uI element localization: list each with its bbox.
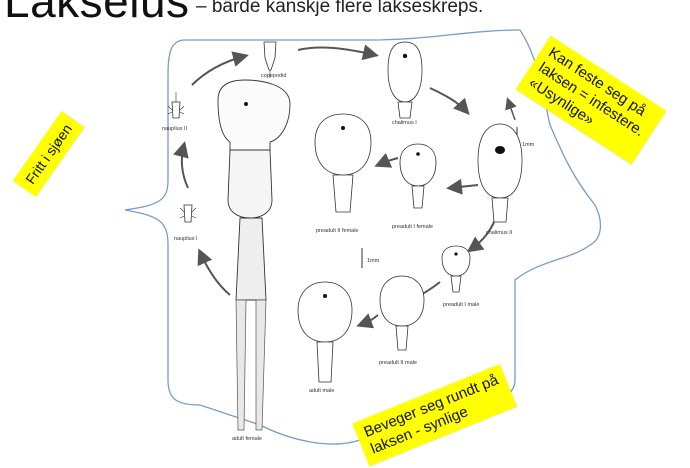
chalimus-2-figure <box>478 124 522 222</box>
label-preadult-2-male: preadult II male <box>379 360 417 366</box>
nauplius-1-figure <box>180 205 196 222</box>
label-adult-female: adult female <box>232 436 262 442</box>
preadult-1-male-figure <box>442 246 470 292</box>
label-nauplius-2: nauplius II <box>162 126 188 132</box>
preadult-1-female-figure <box>400 144 436 208</box>
arrow-preadult1f-to-preadult2f <box>378 158 398 165</box>
label-preadult-1-male: preadult I male <box>443 302 479 308</box>
arrow-scale-up <box>508 100 515 120</box>
bottom-bracket-line <box>200 405 360 444</box>
left-bracket-line <box>125 40 200 405</box>
arrow-copepodid-to-chalimus1 <box>298 48 375 55</box>
adult-male-figure <box>298 282 352 382</box>
label-chalimus-2: chalimus II <box>486 230 513 236</box>
label-scale-center: 1mm <box>367 258 380 264</box>
label-nauplius-1: nauplius I <box>174 236 198 242</box>
label-chalimus-1: chalimus I <box>392 120 417 126</box>
arrow-adultfemale-to-naupliusI <box>200 252 230 295</box>
preadult-2-male-figure <box>380 276 424 350</box>
label-preadult-2-female: preadult II female <box>316 228 359 234</box>
arrow-preadult2m-to-adultmale <box>360 315 378 325</box>
label-scale-right: 1mm <box>522 142 535 148</box>
label-preadult-1-female: preadult I female <box>392 224 433 230</box>
nauplius-2-figure <box>168 92 184 118</box>
arrow-chalimus2-to-preadult1f <box>450 185 478 188</box>
arrow-chalimus1-to-chalimus2 <box>430 88 467 112</box>
arrow-naupliusI-to-naupliusII <box>182 145 188 188</box>
label-adult-male: adult male <box>309 388 334 394</box>
adult-female-figure <box>218 80 290 430</box>
label-copepodid: copepodid <box>261 73 286 79</box>
top-bracket-line <box>185 30 520 40</box>
preadult-2-female-figure <box>315 114 371 212</box>
chalimus-1-figure <box>388 42 422 118</box>
